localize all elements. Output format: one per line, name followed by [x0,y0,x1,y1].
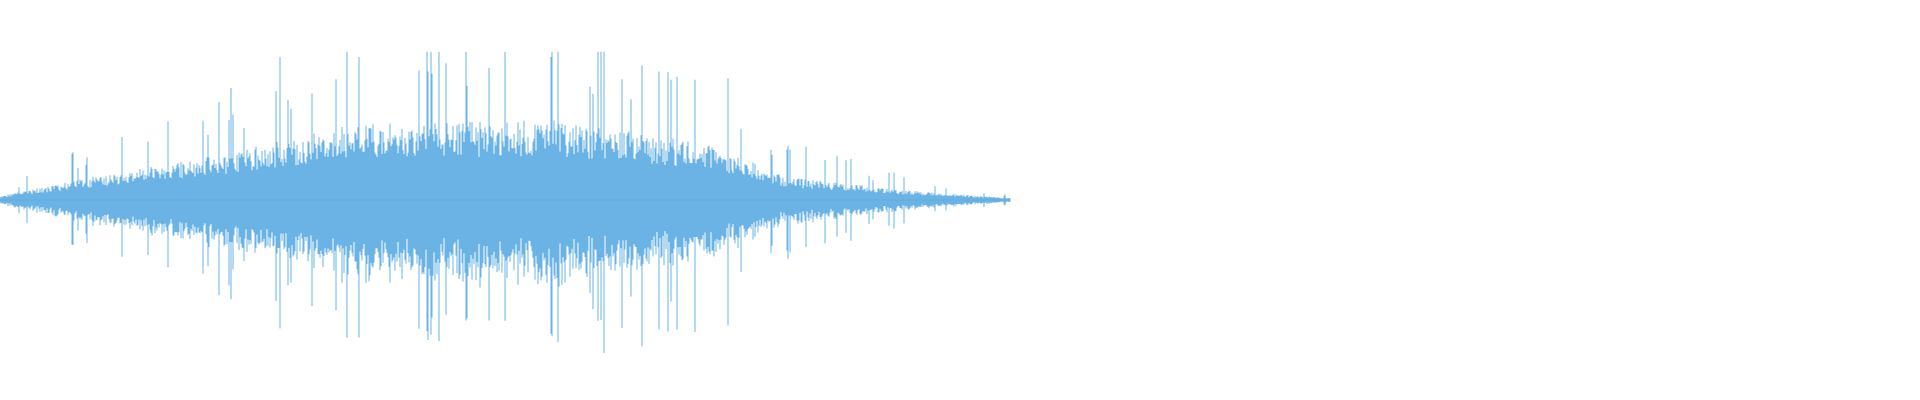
waveform-stroke [0,51,1011,353]
waveform-lines [0,51,1011,353]
